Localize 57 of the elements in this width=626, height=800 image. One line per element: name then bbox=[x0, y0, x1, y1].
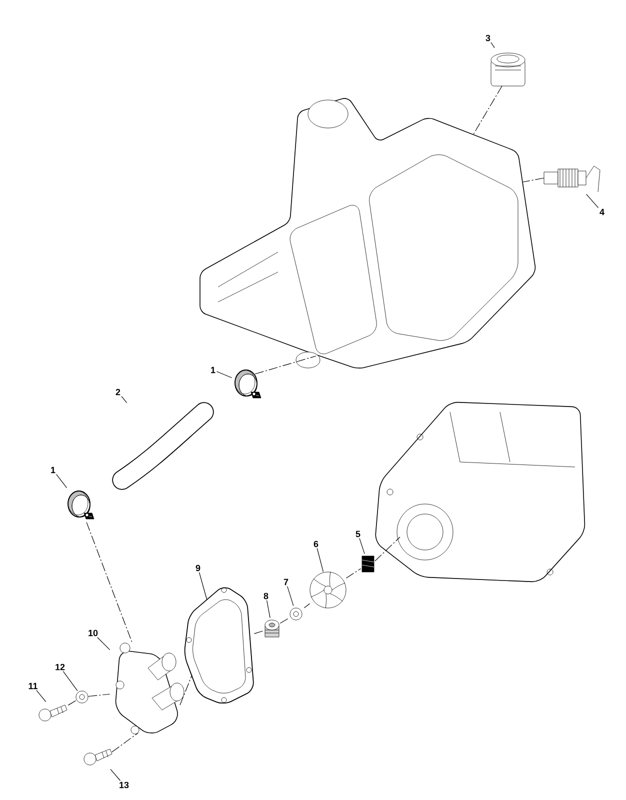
clamp-drawing bbox=[68, 490, 94, 520]
callout-number: 4 bbox=[600, 208, 604, 216]
callout-number: 2 bbox=[116, 388, 120, 396]
alignment-line bbox=[304, 603, 310, 608]
alignment-line bbox=[180, 674, 192, 706]
sensor-drawing bbox=[544, 166, 600, 192]
callout-number: 11 bbox=[28, 682, 38, 690]
leader-line bbox=[110, 768, 121, 781]
leader-line bbox=[316, 548, 324, 572]
alignment-line bbox=[280, 618, 288, 624]
alignment-line bbox=[88, 694, 110, 697]
leader-line bbox=[266, 600, 270, 618]
alignment-line bbox=[112, 732, 138, 752]
callout-number: 5 bbox=[356, 530, 360, 538]
callout-number: 9 bbox=[196, 564, 200, 572]
washer-drawing bbox=[290, 608, 302, 620]
alignment-line bbox=[522, 178, 544, 182]
callout-number: 10 bbox=[88, 630, 98, 636]
cover-drawing bbox=[115, 642, 184, 734]
alignment-line bbox=[346, 568, 362, 578]
callout-number: 3 bbox=[486, 34, 490, 42]
head-drawing bbox=[200, 98, 536, 368]
leader-line bbox=[198, 572, 208, 600]
leader-line bbox=[216, 371, 232, 378]
callout-number: 1 bbox=[211, 366, 216, 374]
alignment-line bbox=[254, 630, 264, 634]
spring-drawing bbox=[362, 556, 374, 572]
alignment-line bbox=[374, 536, 400, 562]
callout-number: 6 bbox=[314, 540, 318, 548]
crankcase-drawing bbox=[375, 402, 586, 582]
leader-line bbox=[490, 42, 495, 48]
callout-number: 1 bbox=[51, 466, 56, 474]
clamp-drawing bbox=[234, 370, 262, 398]
alignment-line bbox=[68, 700, 76, 706]
leader-line bbox=[97, 637, 110, 650]
leader-line bbox=[36, 690, 46, 702]
alignment-line bbox=[86, 522, 132, 642]
washer-drawing bbox=[76, 690, 88, 704]
callout-number: 7 bbox=[284, 578, 288, 586]
gasket-drawing bbox=[184, 587, 254, 704]
alignment-line bbox=[472, 86, 502, 136]
leader-line bbox=[359, 538, 365, 554]
leader-line bbox=[62, 671, 78, 692]
hose-drawing bbox=[112, 402, 214, 490]
bolt-drawing bbox=[38, 704, 68, 722]
bolt-drawing bbox=[84, 748, 112, 766]
leader-line bbox=[586, 194, 599, 208]
leader-line bbox=[121, 396, 128, 404]
seal-drawing bbox=[264, 620, 280, 638]
leader-line bbox=[56, 474, 68, 488]
impeller-drawing bbox=[310, 572, 346, 608]
leader-line bbox=[287, 586, 294, 606]
alignment-line bbox=[254, 356, 316, 374]
callout-number: 13 bbox=[120, 782, 129, 788]
callout-number: 12 bbox=[56, 664, 65, 670]
thermostat-drawing bbox=[490, 52, 526, 86]
callout-number: 8 bbox=[264, 592, 268, 600]
